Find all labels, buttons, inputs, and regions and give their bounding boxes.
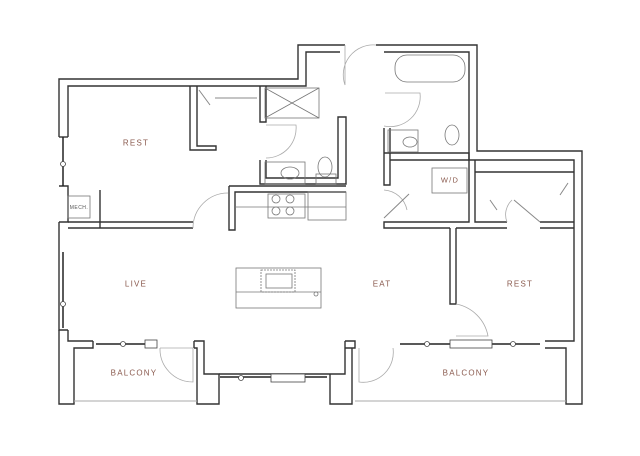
fixture-label-washer-dryer: W/D — [440, 175, 460, 185]
exterior-walls — [58, 44, 583, 405]
room-label-eat: EAT — [372, 279, 392, 289]
fixtures — [67, 54, 468, 309]
closet-doors — [198, 89, 569, 223]
room-label-balcony-left: BALCONY — [110, 368, 158, 378]
fixture-label-mech: MECH. — [69, 205, 89, 211]
door-swings — [159, 44, 513, 383]
interior-walls — [68, 86, 574, 305]
room-label-live: LIVE — [124, 279, 148, 289]
room-label-rest-right: REST — [506, 279, 534, 289]
room-label-rest-left: REST — [122, 138, 150, 148]
room-label-balcony-right: BALCONY — [442, 368, 490, 378]
